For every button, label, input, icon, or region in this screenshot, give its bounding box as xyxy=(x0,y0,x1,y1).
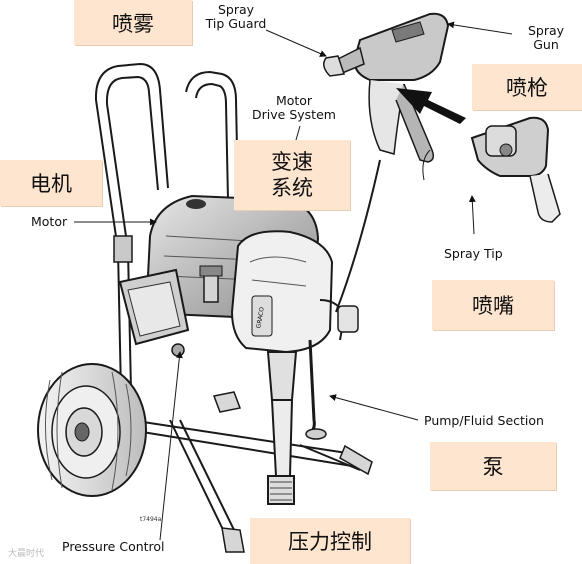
hose xyxy=(335,159,381,313)
figure-reference: t7494a xyxy=(140,516,162,523)
pointer-arrow xyxy=(396,88,466,124)
zh-label-spray-gun: 喷枪 xyxy=(472,64,582,110)
frame-grip xyxy=(113,235,133,263)
zh-label-variable-speed-system: 变速 系统 xyxy=(234,140,350,210)
label-spray-tip: Spray Tip xyxy=(444,246,503,261)
zh-label-motor: 电机 xyxy=(0,160,102,206)
label-motor-drive-system: Motor Drive System xyxy=(252,93,336,122)
zh-label-pump: 泵 xyxy=(430,442,556,490)
label-pressure-control: Pressure Control xyxy=(62,539,165,554)
label-motor: Motor xyxy=(31,214,68,229)
zh-label-spray: 喷雾 xyxy=(74,0,192,45)
svg-text:GRACO: GRACO xyxy=(255,306,266,329)
label-pump-fluid-section: Pump/Fluid Section xyxy=(424,413,544,428)
leg-tube xyxy=(339,444,373,476)
zh-label-nozzle: 喷嘴 xyxy=(432,280,554,330)
wheel xyxy=(37,363,147,497)
handle-end xyxy=(221,527,245,553)
control-panel xyxy=(118,268,190,357)
pump-assembly xyxy=(199,265,359,505)
spray-gun-drawing xyxy=(323,12,450,163)
label-spray-tip-guard: Spray Tip Guard xyxy=(205,2,267,31)
watermark: 大晨时代 xyxy=(8,549,45,559)
label-spray-gun: Spray Gun xyxy=(527,23,565,52)
zh-label-pressure-control: 压力控制 xyxy=(250,518,410,564)
drive-box: GRACO xyxy=(230,230,334,354)
spray-tip-drawing xyxy=(470,116,561,223)
